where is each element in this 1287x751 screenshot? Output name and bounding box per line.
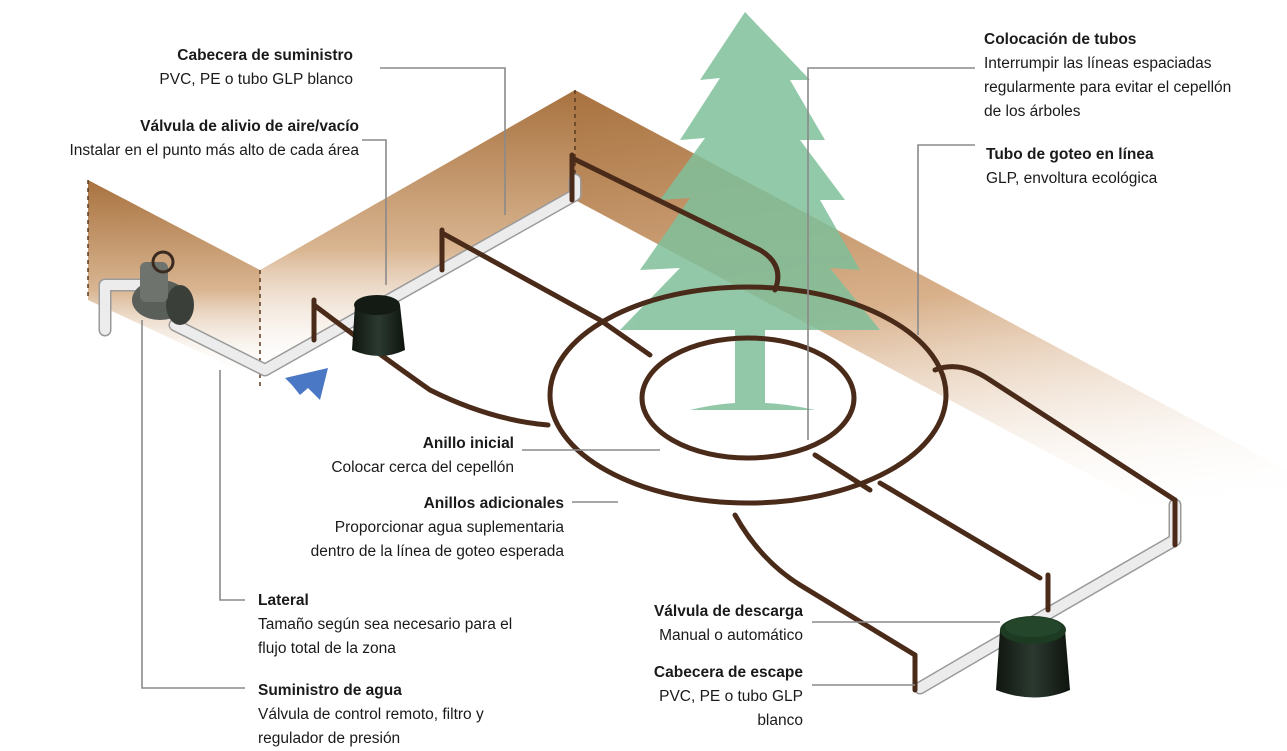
lateral-label: Lateral Tamaño según sea necesario para … [258,589,512,661]
air-relief-title: Válvula de alivio de aire/vacío [140,118,359,135]
exhaust-header-desc-2: blanco [757,712,803,729]
tube-placement-desc-3: de los árboles [984,103,1081,120]
air-relief-valve-box-icon [352,295,405,356]
drip-tubing [311,152,1178,693]
exhaust-header-desc-1: PVC, PE o tubo GLP [659,688,803,705]
flush-valve-label: Válvula de descarga Manual o automático [654,600,803,648]
air-relief-desc: Instalar en el punto más alto de cada ár… [69,142,359,159]
tube-placement-label: Colocación de tubos Interrumpir las líne… [984,28,1231,124]
initial-ring-desc: Colocar cerca del cepellón [331,459,514,476]
leader-lines [141,67,1000,689]
water-supply-desc-2: regulador de presión [258,730,401,747]
tube-placement-desc-2: regularmente para evitar el cepellón [984,79,1232,96]
supply-header-title: Cabecera de suministro [177,47,353,64]
lateral-desc-2: flujo total de la zona [258,640,396,657]
supply-header-desc: PVC, PE o tubo GLP blanco [159,71,353,88]
additional-rings-desc-2: dentro de la línea de goteo esperada [310,543,564,560]
tree [620,12,880,410]
exhaust-header-title: Cabecera de escape [653,664,803,681]
initial-ring-title: Anillo inicial [422,435,514,452]
additional-rings-desc-1: Proporcionar agua suplementaria [334,519,564,536]
flush-valve-box-icon [996,616,1070,698]
supply-header-label: Cabecera de suministro PVC, PE o tubo GL… [159,44,353,92]
water-supply-label: Suministro de agua Válvula de control re… [258,679,484,751]
water-supply-title: Suministro de agua [258,682,402,699]
inline-drip-label: Tubo de goteo en línea GLP, envoltura ec… [986,143,1157,191]
tube-placement-title: Colocación de tubos [984,31,1137,48]
water-supply-valve-icon [132,250,194,325]
flush-valve-title: Válvula de descarga [653,603,803,620]
additional-rings-title: Anillos adicionales [423,495,564,512]
flow-arrow-icon [285,368,328,400]
air-relief-label: Válvula de alivio de aire/vacío Instalar… [69,115,359,163]
lateral-desc-1: Tamaño según sea necesario para el [258,616,513,633]
flush-valve-desc: Manual o automático [659,627,803,644]
tube-placement-desc-1: Interrumpir las líneas espaciadas [984,55,1212,72]
initial-ring-label: Anillo inicial Colocar cerca del cepelló… [331,432,514,480]
pvc-pipes [98,173,1182,695]
inline-drip-title: Tubo de goteo en línea [986,146,1154,163]
exhaust-header-label: Cabecera de escape PVC, PE o tubo GLP bl… [654,661,803,733]
lateral-title: Lateral [258,592,309,609]
additional-rings-label: Anillos adicionales Proporcionar agua su… [311,492,564,564]
inline-drip-desc: GLP, envoltura ecológica [986,170,1158,187]
water-supply-desc-1: Válvula de control remoto, filtro y [258,706,484,723]
